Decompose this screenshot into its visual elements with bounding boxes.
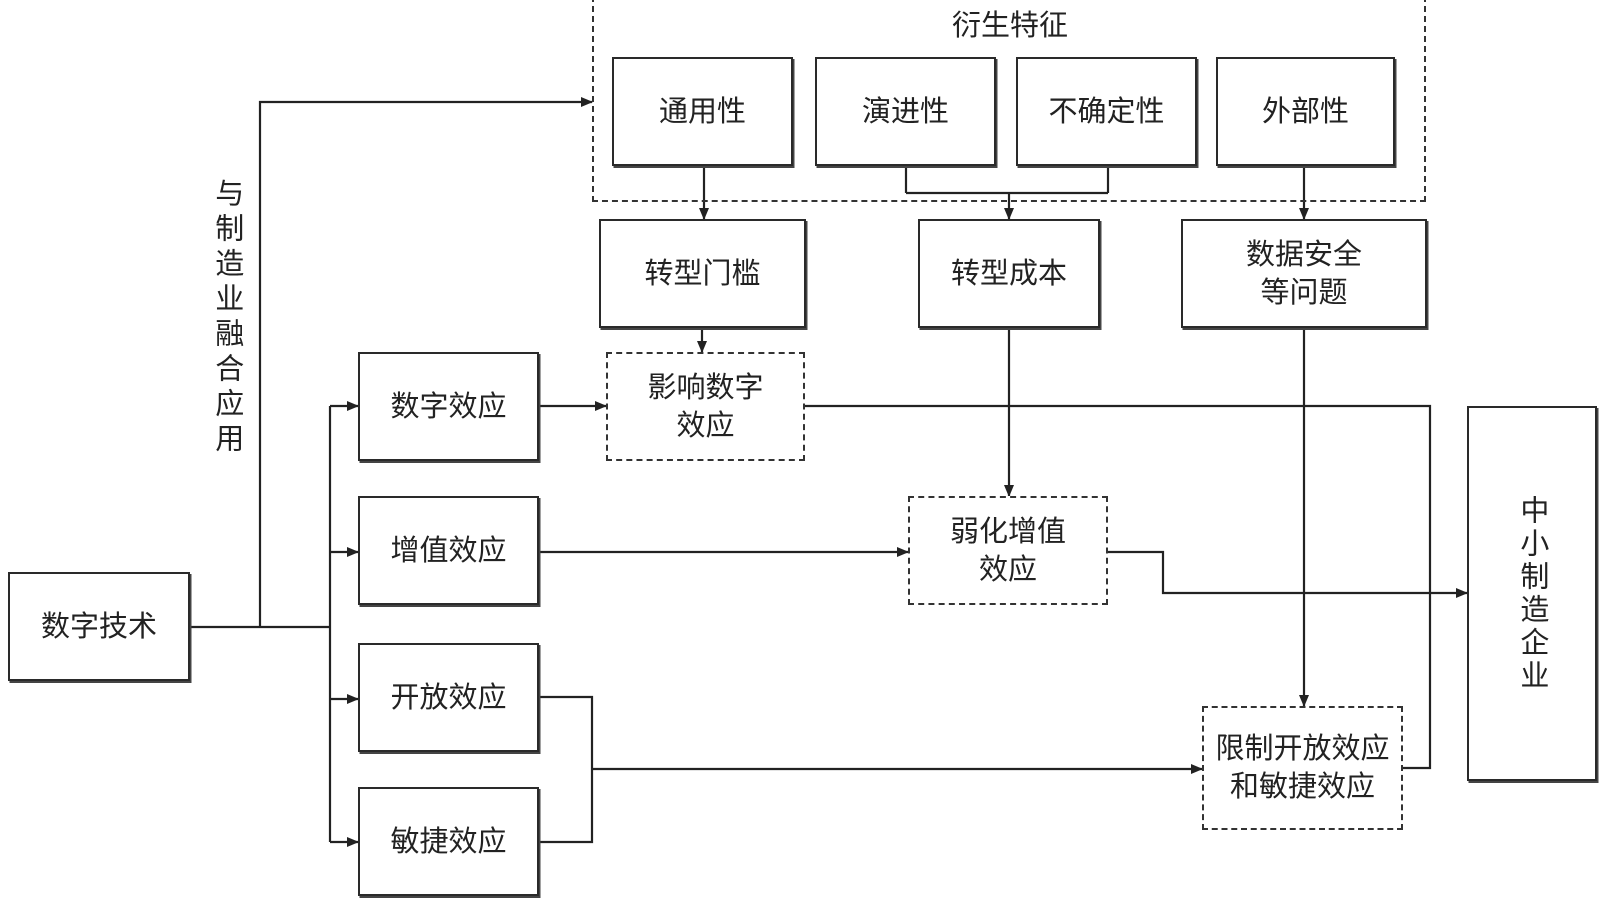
node-data-security-line2: 等问题 <box>1260 274 1348 309</box>
node-digital-tech: 数字技术 <box>8 572 190 681</box>
node-cost-label: 转型成本 <box>950 255 1067 290</box>
node-uncertainty-label: 不确定性 <box>1048 93 1165 128</box>
node-uncertainty: 不确定性 <box>1016 57 1197 166</box>
node-threshold: 转型门槛 <box>599 219 806 328</box>
node-affect-digital-line1: 影响数字 <box>647 369 764 404</box>
node-value-effect: 增值效应 <box>358 496 539 605</box>
node-digital-tech-label: 数字技术 <box>40 608 157 643</box>
node-weaken-value: 弱化增值 效应 <box>908 496 1108 605</box>
node-digital-effect: 数字效应 <box>358 352 539 461</box>
node-agile-effect-label: 敏捷效应 <box>390 823 507 858</box>
node-sme-label: 中小制造企业 <box>1515 494 1550 693</box>
node-generality: 通用性 <box>612 57 793 166</box>
node-affect-digital-line2: 效应 <box>676 407 735 442</box>
node-limit-open-agile: 限制开放效应 和敏捷效应 <box>1202 706 1403 830</box>
node-weaken-value-line1: 弱化增值 <box>949 513 1066 548</box>
node-open-effect-label: 开放效应 <box>390 679 507 714</box>
node-digital-effect-label: 数字效应 <box>390 388 507 423</box>
node-agile-effect: 敏捷效应 <box>358 787 539 896</box>
node-sme: 中小制造企业 <box>1467 406 1597 781</box>
derived-features-group <box>592 0 1426 202</box>
line-open-right <box>539 695 594 844</box>
node-externality-label: 外部性 <box>1261 93 1349 128</box>
node-generality-label: 通用性 <box>658 93 746 128</box>
node-threshold-label: 转型门槛 <box>644 255 761 290</box>
node-weaken-value-line2: 效应 <box>978 551 1037 586</box>
node-limit-open-agile-line2: 和敏捷效应 <box>1229 769 1375 803</box>
line-affect-to-collector <box>805 404 1432 770</box>
integration-label: 与制造业融合应用 <box>210 178 245 458</box>
node-evolution: 演进性 <box>815 57 996 166</box>
node-affect-digital: 影响数字 效应 <box>606 352 805 461</box>
arrow-tech-to-features <box>258 97 593 627</box>
node-externality: 外部性 <box>1216 57 1395 166</box>
node-evolution-label: 演进性 <box>861 93 949 128</box>
node-limit-open-agile-line1: 限制开放效应 <box>1215 731 1390 766</box>
node-value-effect-label: 增值效应 <box>390 532 507 567</box>
arrow-weaken-to-sme <box>1108 550 1468 598</box>
derived-features-title: 衍生特征 <box>951 8 1068 42</box>
node-cost: 转型成本 <box>918 219 1100 328</box>
node-data-security: 数据安全 等问题 <box>1181 219 1427 328</box>
node-open-effect: 开放效应 <box>358 643 539 752</box>
node-data-security-line1: 数据安全 <box>1245 236 1362 271</box>
